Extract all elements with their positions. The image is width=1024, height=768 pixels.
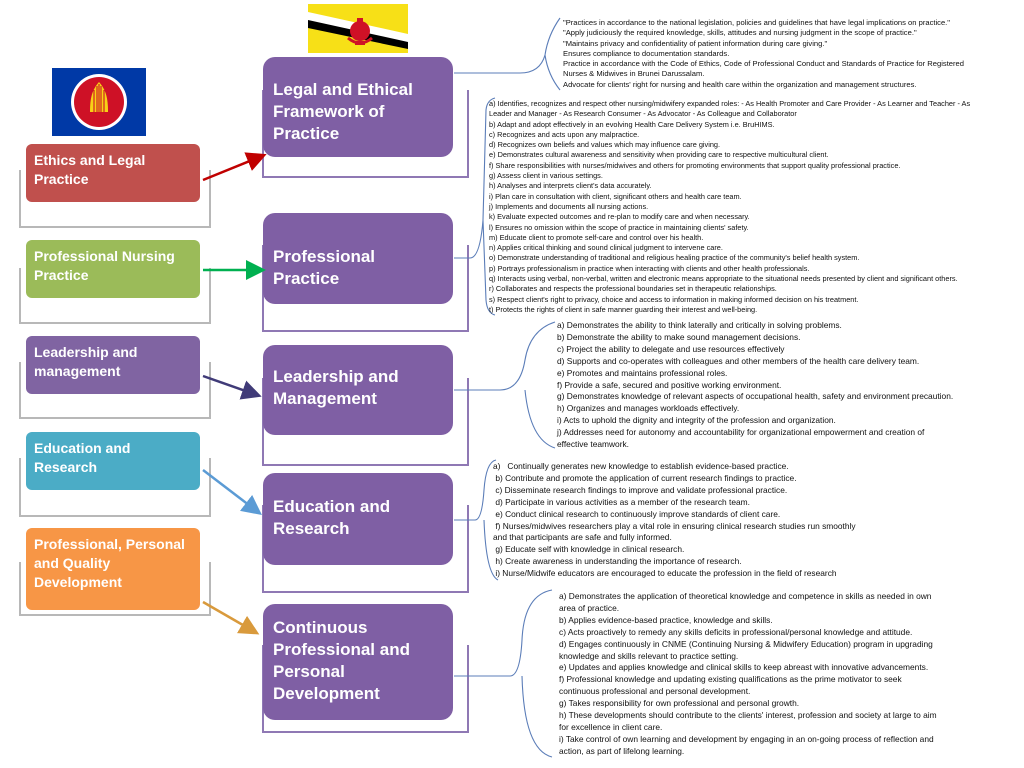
bracket-practice — [454, 97, 496, 316]
development-detail-line: action, as part of lifelong learning. — [559, 745, 685, 756]
bracket-leadership — [454, 321, 556, 449]
legal-detail-line: Ensures compliance to documentation stan… — [563, 48, 730, 58]
center-box-leadership: Leadership and Management — [263, 345, 453, 435]
education-detail-line: h) Create awareness in understanding the… — [493, 556, 742, 567]
development-detail-line: f) Professional knowledge and updating e… — [559, 674, 902, 685]
leadership-detail-line: e) Promotes and maintains professional r… — [557, 367, 728, 378]
practice-detail-line: q) Interacts using verbal, non-verbal, w… — [489, 274, 958, 284]
practice-detail-line: r) Collaborates and respects the profess… — [489, 284, 777, 294]
education-detail-line: i) Nurse/Midwife educators are encourage… — [493, 568, 837, 579]
education-detail-line: e) Conduct clinical research to continuo… — [493, 508, 781, 519]
education-detail-line: and that participants are safe and fully… — [493, 532, 672, 543]
development-detail-line: d) Engages continuously in CNME (Continu… — [559, 638, 933, 649]
practice-detail-line: t) Protects the rights of client in safe… — [489, 304, 758, 314]
center-box-practice: Professional Practice — [263, 213, 453, 304]
left-box-nursing: Professional Nursing Practice — [26, 240, 200, 298]
practice-detail-line: h) Analyses and interprets client's data… — [489, 181, 652, 191]
practice-detail-line: o) Demonstrate understanding of traditio… — [489, 253, 860, 263]
leadership-detail-line: j) Addresses need for autonomy and accou… — [557, 427, 925, 438]
practice-detail-line: b) Adapt and adopt effectively in an evo… — [489, 119, 775, 129]
practice-detail-line: d) Recognizes own beliefs and values whi… — [489, 140, 721, 150]
center-box-legal: Legal and Ethical Framework of Practice — [263, 57, 453, 157]
practice-detail-line: a) Identifies, recognizes and respect ot… — [489, 99, 971, 108]
arrow-leadership — [202, 374, 262, 400]
bracket-legal — [454, 17, 561, 91]
development-detail-line: c) Acts proactively to remedy any skills… — [559, 626, 913, 637]
practice-detail-line: Leader and Manager - As Research Consume… — [489, 109, 797, 119]
arrow-education — [202, 469, 262, 516]
development-detail-line: b) Applies evidence-based practice, know… — [559, 614, 773, 625]
development-detail-line: knowledge and skills relevant to practic… — [559, 650, 739, 661]
development-detail-line: i) Take control of own learning and deve… — [559, 733, 934, 744]
education-detail-line: c) Disseminate research findings to impr… — [493, 484, 788, 495]
leadership-detail-line: a) Demonstrates the ability to think lat… — [557, 320, 842, 330]
leadership-details: a) Demonstrates the ability to think lat… — [557, 320, 1017, 451]
education-detail-line: g) Educate self with knowledge in clinic… — [493, 544, 685, 555]
practice-detail-line: e) Demonstrates cultural awareness and s… — [489, 150, 829, 160]
legal-detail-line: Nurses & Midwives in Brunei Darussalam. — [563, 69, 705, 79]
leadership-detail-line: f) Provide a safe, secured and positive … — [557, 379, 782, 390]
practice-detail-line: j) Implements and documents all nursing … — [489, 201, 649, 211]
legal-detail-line: "Apply judiciously the required knowledg… — [563, 28, 917, 38]
left-box-leadership: Leadership and management — [26, 336, 200, 394]
development-detail-line: a) Demonstrates the application of theor… — [559, 591, 932, 601]
leadership-detail-line: i) Acts to uphold the dignity and integr… — [557, 415, 836, 426]
development-detail-line: h) These developments should contribute … — [559, 710, 937, 721]
leadership-detail-line: d) Supports and co-operates with colleag… — [557, 355, 920, 366]
development-details: a) Demonstrates the application of theor… — [559, 591, 999, 758]
asean-flag-icon — [52, 68, 146, 136]
practice-detail-line: l) Ensures no omission within the scope … — [489, 222, 749, 232]
left-frame-ethics — [19, 170, 211, 228]
practice-detail-line: f) Share responsibilities with nurses/mi… — [489, 160, 901, 170]
bracket-development — [454, 589, 553, 758]
development-detail-line: continuous professional and personal dev… — [559, 686, 751, 697]
leadership-detail-line: h) Organizes and manages workloads effec… — [557, 403, 740, 414]
legal-details: "Practices in accordance to the national… — [563, 18, 1023, 90]
leadership-detail-line: c) Project the ability to delegate and u… — [557, 343, 785, 354]
arrow-ethics — [202, 152, 267, 182]
education-detail-line: d) Participate in various activities as … — [493, 496, 750, 507]
development-detail-line: e) Updates and applies knowledge and cli… — [559, 662, 929, 673]
leadership-detail-line: effective teamwork. — [557, 439, 629, 450]
bracket-education — [454, 459, 499, 581]
practice-detail-line: c) Recognizes and acts upon any malpract… — [489, 129, 640, 139]
practice-detail-line: p) Portrays professionalism in practice … — [489, 263, 810, 273]
education-detail-line: a) Continually generates new knowledge t… — [493, 461, 789, 471]
development-detail-line: g) Takes responsibility for own professi… — [559, 698, 800, 709]
left-box-education: Education and Research — [26, 432, 200, 490]
practice-detail-line: n) Applies critical thinking and sound c… — [489, 243, 723, 253]
leadership-detail-line: b) Demonstrate the ability to make sound… — [557, 331, 801, 342]
development-detail-line: for excellence in client care. — [559, 721, 663, 732]
development-detail-line: area of practice. — [559, 602, 620, 613]
education-detail-line: f) Nurses/midwives researchers play a vi… — [493, 520, 856, 531]
legal-detail-line: Practice in accordance with the Code of … — [563, 59, 964, 69]
leadership-detail-line: g) Demonstrates knowledge of relevant as… — [557, 391, 954, 402]
practice-detail-line: i) Plan care in consultation with client… — [489, 191, 742, 201]
left-frame-development — [19, 562, 211, 616]
legal-detail-line: Advocate for clients' right for nursing … — [563, 79, 917, 89]
practice-detail-line: k) Evaluate expected outcomes and re-pla… — [489, 212, 750, 222]
left-box-ethics: Ethics and Legal Practice — [26, 144, 200, 202]
legal-detail-line: "Practices in accordance to the national… — [563, 18, 950, 27]
center-box-development: Continuous Professional and Personal Dev… — [263, 604, 453, 720]
legal-detail-line: "Maintains privacy and confidentiality o… — [563, 38, 828, 48]
practice-details: a) Identifies, recognizes and respect ot… — [489, 99, 1023, 315]
arrow-development — [202, 600, 260, 635]
center-box-education: Education and Research — [263, 473, 453, 565]
education-details: a) Continually generates new knowledge t… — [493, 461, 913, 580]
brunei-flag-icon — [308, 4, 408, 53]
left-frame-education — [19, 458, 211, 517]
left-box-development: Professional, Personal and Quality Devel… — [26, 528, 200, 610]
left-frame-leadership — [19, 362, 211, 419]
practice-detail-line: m) Educate client to promote self-care a… — [489, 232, 704, 242]
left-frame-nursing — [19, 268, 211, 324]
education-detail-line: b) Contribute and promote the applicatio… — [493, 472, 797, 483]
practice-detail-line: g) Assess client in various settings. — [489, 171, 603, 181]
practice-detail-line: s) Respect client's right to privacy, ch… — [489, 294, 859, 304]
